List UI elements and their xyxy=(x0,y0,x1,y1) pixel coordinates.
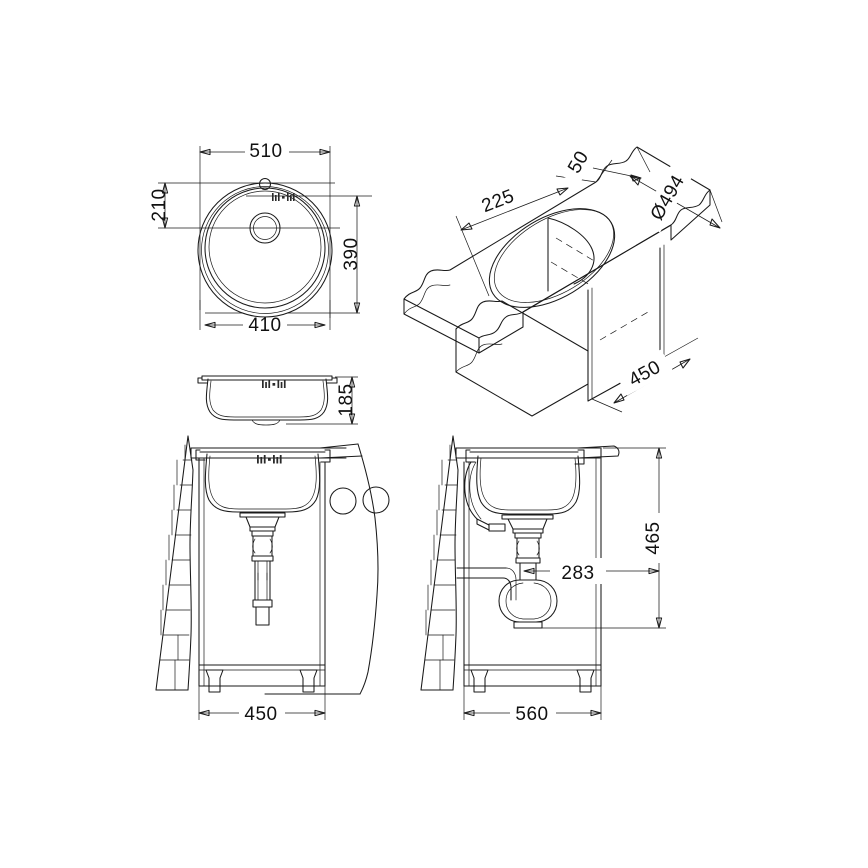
cabinet-foot-right-side xyxy=(576,669,595,693)
dimension-390: 390 xyxy=(341,195,362,314)
sink-plan-body xyxy=(197,177,333,318)
dim-label-390: 390 xyxy=(341,237,362,270)
overflow-hole xyxy=(258,177,272,191)
drain-outer-circle xyxy=(249,212,281,244)
cabinet-carcass-side xyxy=(463,447,602,693)
dimension-510: 510 xyxy=(199,138,331,162)
dimension-225: 225 xyxy=(455,175,597,297)
dim-label-560: 560 xyxy=(515,704,548,725)
dimension-450-front: 450 xyxy=(198,686,326,725)
overflow-and-waste-side xyxy=(456,461,558,629)
dim-label-410: 410 xyxy=(248,315,281,336)
logo-mark-plan xyxy=(272,193,295,201)
cabinet-right-wave xyxy=(357,443,379,695)
dim-label-283: 283 xyxy=(561,563,594,584)
dimension-283: 283 xyxy=(523,558,660,584)
dim-label-450-front: 450 xyxy=(244,704,277,725)
tap-hole-left xyxy=(329,487,357,515)
dimension-560: 560 xyxy=(463,686,602,725)
sink-bowl-front xyxy=(195,449,331,513)
dimension-450-iso: 450 xyxy=(591,337,699,413)
sink-bowl-side xyxy=(465,449,585,515)
p-trap xyxy=(498,579,558,623)
brick-wall-side xyxy=(420,435,459,691)
cabinet-foot-left-side xyxy=(470,669,489,693)
tap-holes-front xyxy=(329,486,390,515)
logo-mark-section xyxy=(262,380,286,388)
waste-assembly-front xyxy=(239,512,286,626)
cabinet-foot-left xyxy=(205,669,224,693)
cabinet-foot-right xyxy=(299,669,318,693)
worktop-cutout xyxy=(488,208,616,308)
view-isometric: 225 50 Ø494 xyxy=(403,138,723,417)
dim-label-210: 210 xyxy=(149,188,170,221)
dim-label-465: 465 xyxy=(643,521,664,554)
brick-wall-front xyxy=(155,435,194,691)
view-top-plan: 510 210 390 410 xyxy=(149,138,372,336)
drain-inner-circle xyxy=(253,216,277,240)
dim-label-185: 185 xyxy=(336,383,357,416)
view-front-elevation: 450 xyxy=(155,435,390,725)
top-plan-extension-lines xyxy=(158,146,372,330)
dimension-494: Ø494 xyxy=(629,161,723,233)
dimension-410: 410 xyxy=(204,312,326,336)
view-section: 185 xyxy=(197,375,358,426)
view-side-elevation: 465 283 560 xyxy=(420,435,672,725)
dimension-465: 465 xyxy=(540,447,672,629)
dimension-210: 210 xyxy=(149,182,170,229)
cabinet-carcass-front xyxy=(198,457,326,693)
dimension-185: 185 xyxy=(286,376,358,425)
logo-mark-front xyxy=(257,455,282,464)
dim-label-510: 510 xyxy=(249,141,282,162)
dim-label-225: 225 xyxy=(479,186,518,218)
tap-hole-right xyxy=(362,486,390,514)
